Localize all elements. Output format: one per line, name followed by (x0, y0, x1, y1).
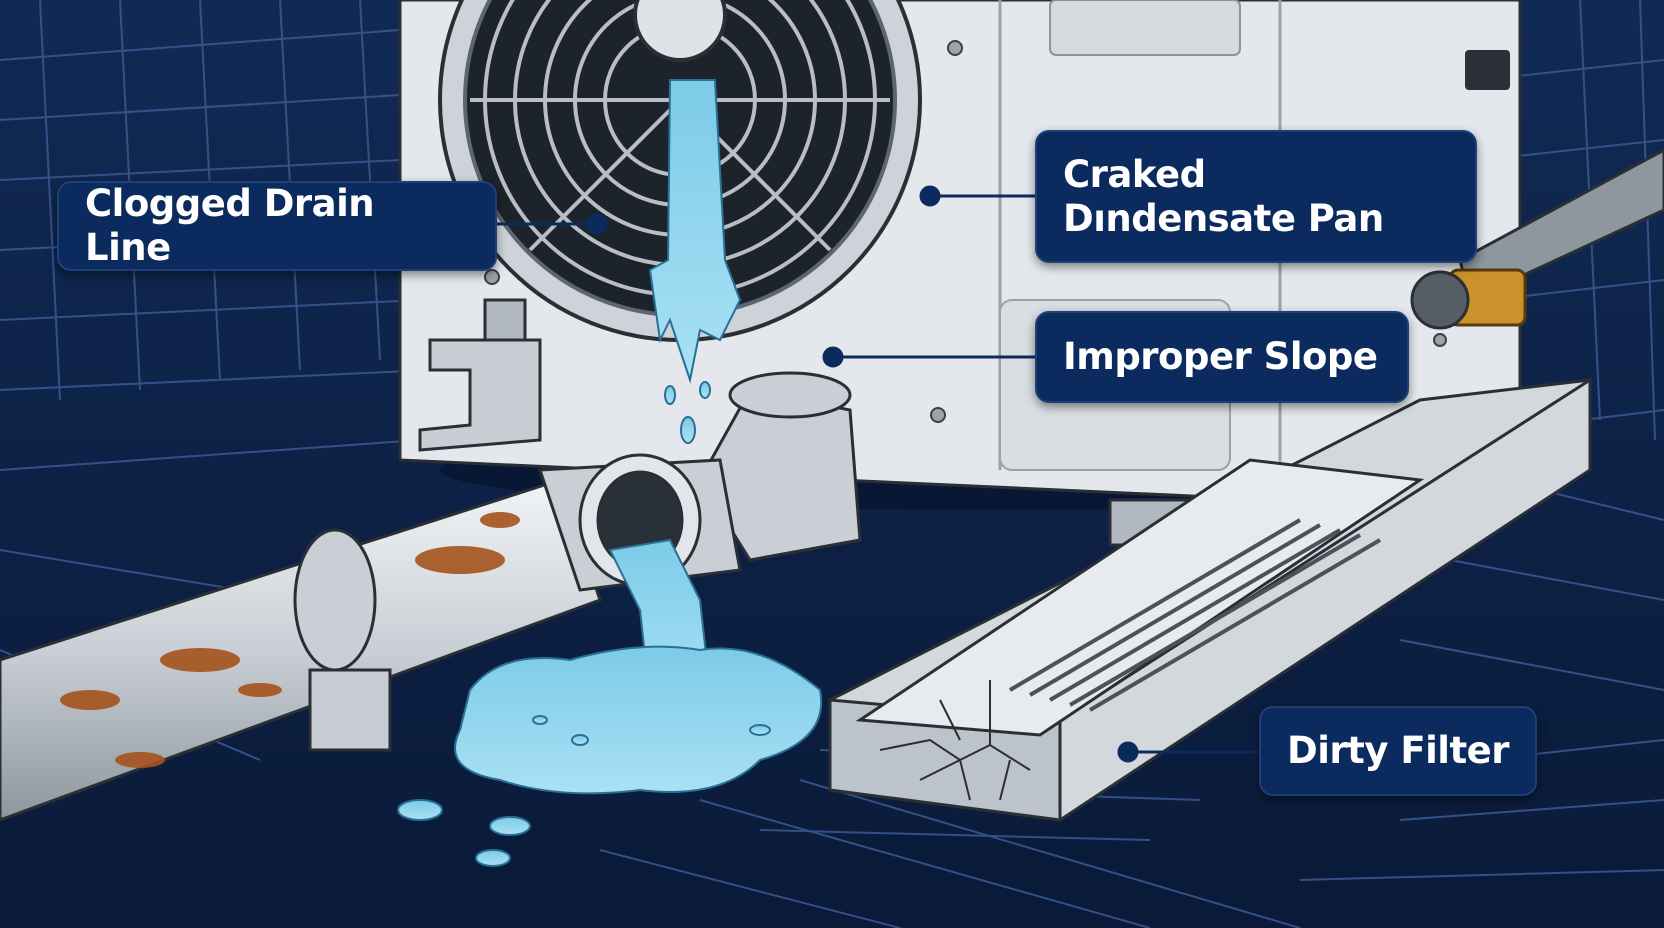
elbow-fitting (537, 371, 862, 592)
hose (1410, 148, 1664, 330)
callout-clogged-drain-line: Clogged Drain Line (57, 181, 497, 271)
rusty-pipe (0, 478, 602, 822)
leader-lines (497, 185, 1259, 763)
water-puddle (397, 538, 823, 867)
callout-cracked-condensate-pan: Craked Dındensate Pan (1035, 130, 1477, 263)
callout-dirty-filter: Dirty Filter (1259, 706, 1537, 796)
callout-label: Dirty Filter (1287, 729, 1510, 772)
callout-label: Craked Dındensate Pan (1063, 152, 1384, 240)
water-leak-fan (648, 79, 742, 444)
callout-label: Improper Slope (1063, 335, 1378, 378)
callout-label: Clogged Drain Line (85, 182, 375, 269)
condensate-pan (828, 378, 1592, 822)
callout-improper-slope: Improper Slope (1035, 311, 1409, 403)
